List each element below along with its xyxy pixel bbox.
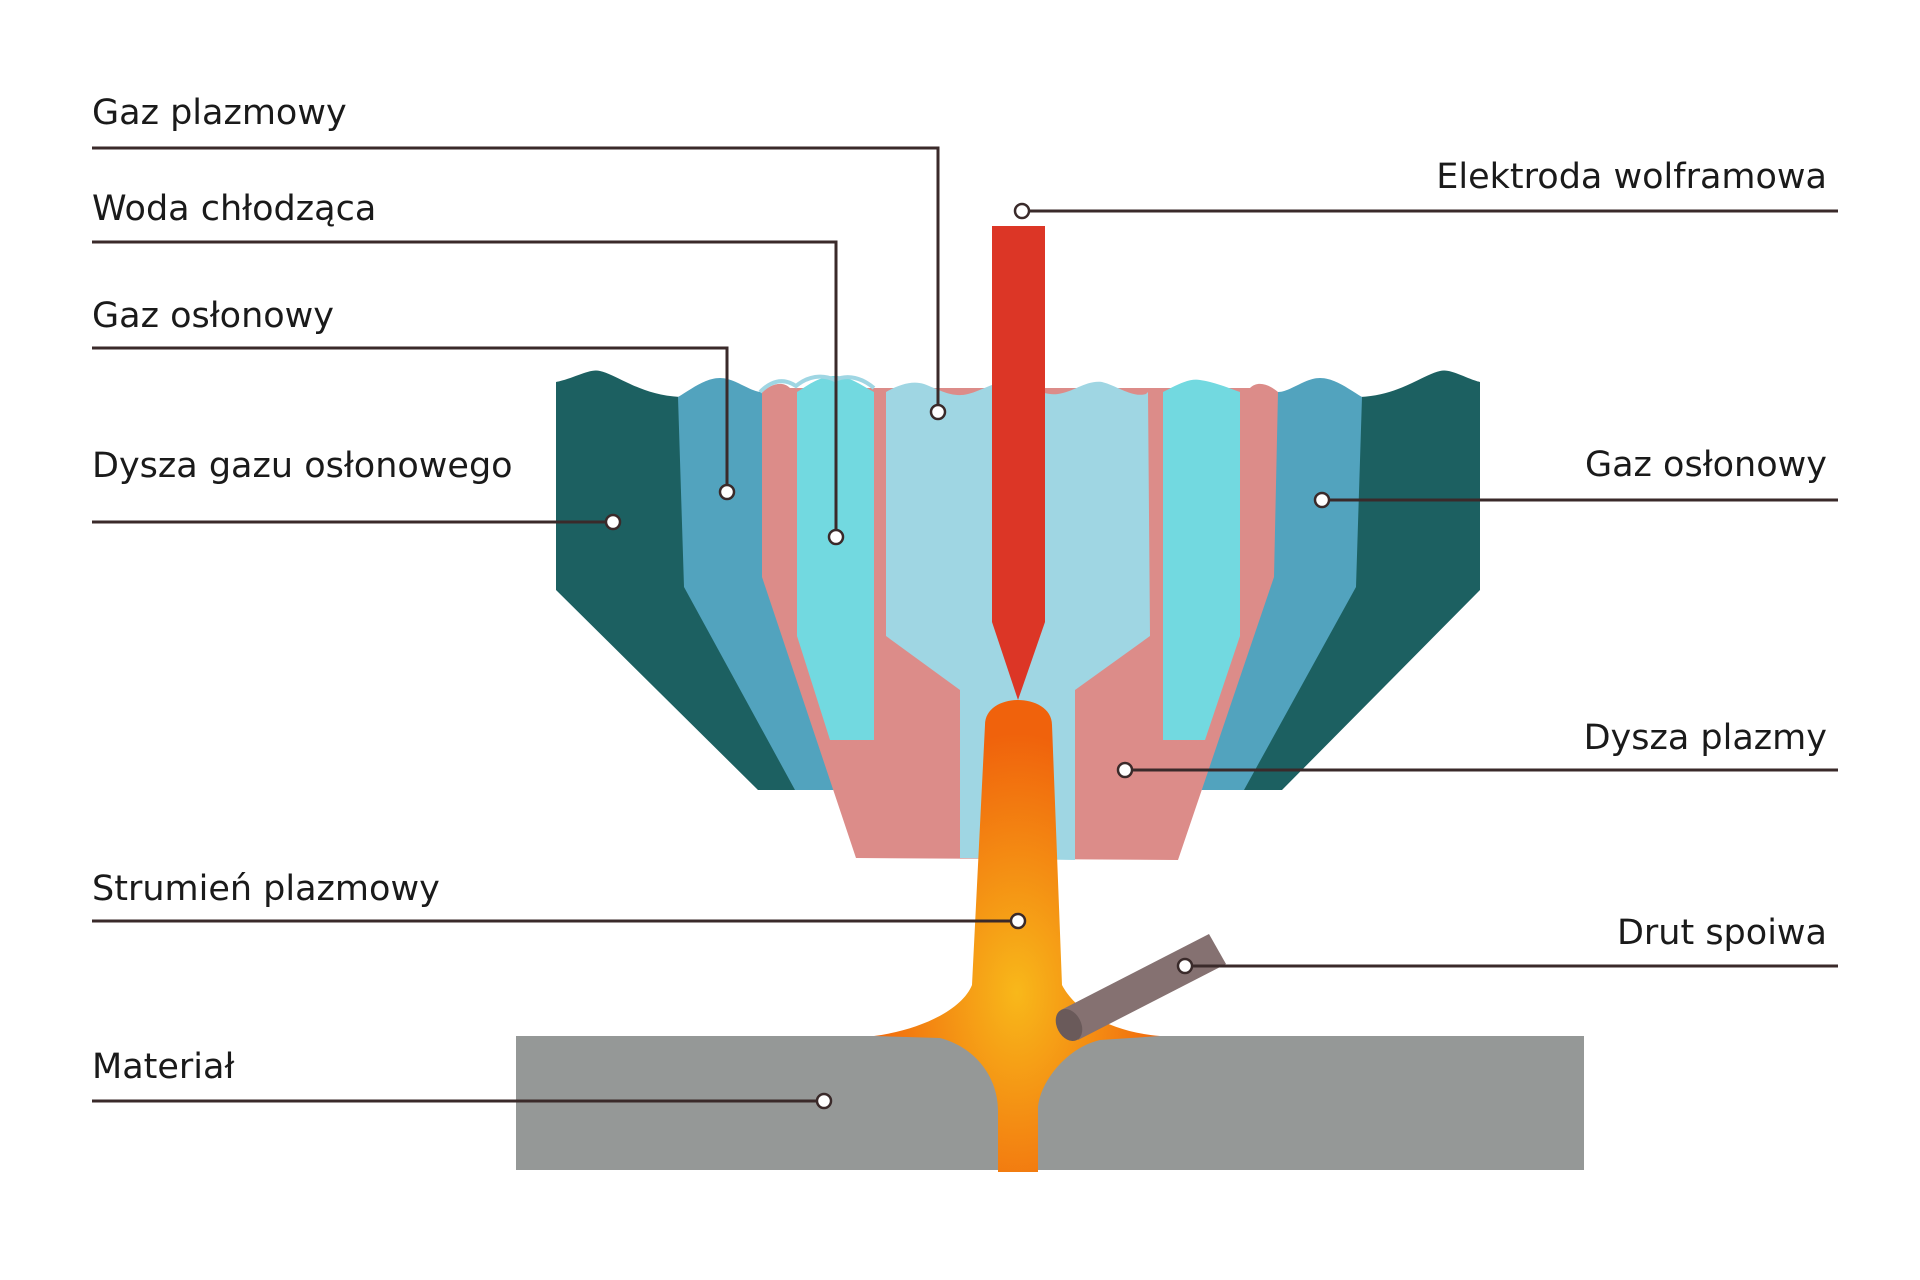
label-shield-gas-right: Gaz osłonowy xyxy=(1585,445,1827,485)
leader-cooling-water xyxy=(92,240,838,536)
label-plasma-gas: Gaz plazmowy xyxy=(92,93,347,133)
label-material: Materiał xyxy=(92,1047,234,1087)
leader-dots xyxy=(604,202,1331,1110)
filler-wire xyxy=(1061,934,1226,1040)
cooling-water-channel-left xyxy=(797,376,874,740)
label-plasma-nozzle: Dysza plazmy xyxy=(1584,718,1827,758)
dot-filler-wire xyxy=(1176,957,1194,975)
dot-plasma-gas xyxy=(929,403,947,421)
label-cooling-water: Woda chłodząca xyxy=(92,189,376,229)
dot-plasma-jet xyxy=(1009,912,1027,930)
leader-lines xyxy=(92,146,1838,1103)
filler-wire-tip xyxy=(1055,1008,1083,1042)
leader-plasma-gas xyxy=(92,146,940,410)
label-plasma-jet: Strumień plazmowy xyxy=(92,869,440,909)
dot-shield-nozzle xyxy=(604,513,622,531)
plasma-jet xyxy=(874,700,1160,1172)
dot-shield-gas-right xyxy=(1313,491,1331,509)
dot-electrode xyxy=(1013,202,1031,220)
label-filler-wire: Drut spoiwa xyxy=(1617,913,1827,953)
dot-cooling-water xyxy=(827,528,845,546)
nozzle-top-wave xyxy=(758,374,876,394)
label-shield-nozzle: Dysza gazu osłonowego xyxy=(92,446,513,486)
label-shield-gas-left: Gaz osłonowy xyxy=(92,296,334,336)
tungsten-electrode xyxy=(992,226,1045,700)
dot-material xyxy=(815,1092,833,1110)
dot-plasma-nozzle xyxy=(1116,761,1134,779)
dot-shield-gas-left xyxy=(718,483,736,501)
cooling-water-channel-right xyxy=(1163,379,1240,740)
label-electrode: Elektroda wolframowa xyxy=(1436,157,1827,197)
leader-shield-gas-left xyxy=(92,346,729,492)
